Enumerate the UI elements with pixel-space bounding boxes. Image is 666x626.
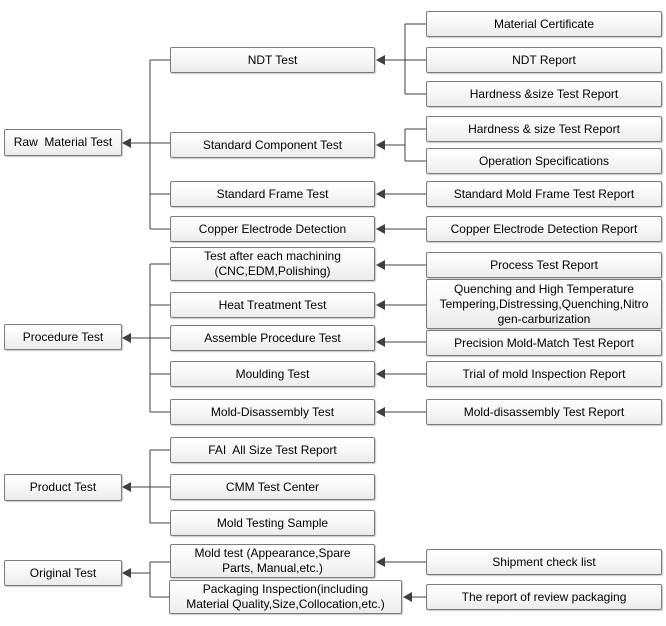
node-moulding-test: Moulding Test xyxy=(170,361,375,387)
node-process-test-report: Process Test Report xyxy=(426,252,662,278)
node-assemble-procedure-test: Assemble Procedure Test xyxy=(170,325,375,351)
node-mold-test-appearance: Mold test (Appearance,Spare Parts, Manua… xyxy=(170,544,375,578)
node-material-certificate: Material Certificate xyxy=(426,11,662,37)
node-ndt-test: NDT Test xyxy=(170,47,375,73)
node-fai-all-size-test-report: FAI All Size Test Report xyxy=(170,437,375,463)
node-packaging-inspection: Packaging Inspection(including Material … xyxy=(169,580,402,614)
node-heat-treatment-test: Heat Treatment Test xyxy=(170,292,375,318)
node-hardness-size-test-report-2: Hardness & size Test Report xyxy=(426,116,662,142)
connector-path xyxy=(131,23,426,598)
node-standard-mold-frame-test-report: Standard Mold Frame Test Report xyxy=(426,181,662,207)
node-copper-electrode-detection: Copper Electrode Detection xyxy=(170,216,375,242)
node-shipment-check-list: Shipment check list xyxy=(426,549,662,575)
node-hardness-size-test-report-1: Hardness &size Test Report xyxy=(426,81,662,107)
node-original-test: Original Test xyxy=(4,560,122,586)
node-raw-material-test: Raw Material Test xyxy=(4,129,122,156)
node-quenching-heat-treatment-report: Quenching and High Temperature Tempering… xyxy=(426,279,662,329)
node-trial-of-mold-inspection-report: Trial of mold Inspection Report xyxy=(426,361,662,387)
node-ndt-report: NDT Report xyxy=(426,47,662,73)
node-standard-frame-test: Standard Frame Test xyxy=(170,181,375,207)
node-product-test: Product Test xyxy=(4,474,122,501)
node-cmm-test-center: CMM Test Center xyxy=(170,474,375,500)
node-standard-component-test: Standard Component Test xyxy=(170,132,375,158)
node-mold-disassembly-test: Mold-Disassembly Test xyxy=(170,399,375,425)
node-mold-testing-sample: Mold Testing Sample xyxy=(170,510,375,536)
node-mold-disassembly-test-report: Mold-disassembly Test Report xyxy=(426,399,662,425)
node-report-of-review-packaging: The report of review packaging xyxy=(426,584,662,610)
node-test-after-each-machining: Test after each machining (CNC,EDM,Polis… xyxy=(170,247,375,281)
node-procedure-test: Procedure Test xyxy=(4,324,122,350)
node-precision-mold-match-test-report: Precision Mold-Match Test Report xyxy=(426,330,662,356)
node-copper-electrode-detection-report: Copper Electrode Detection Report xyxy=(426,216,662,242)
node-operation-specifications: Operation Specifications xyxy=(426,148,662,174)
